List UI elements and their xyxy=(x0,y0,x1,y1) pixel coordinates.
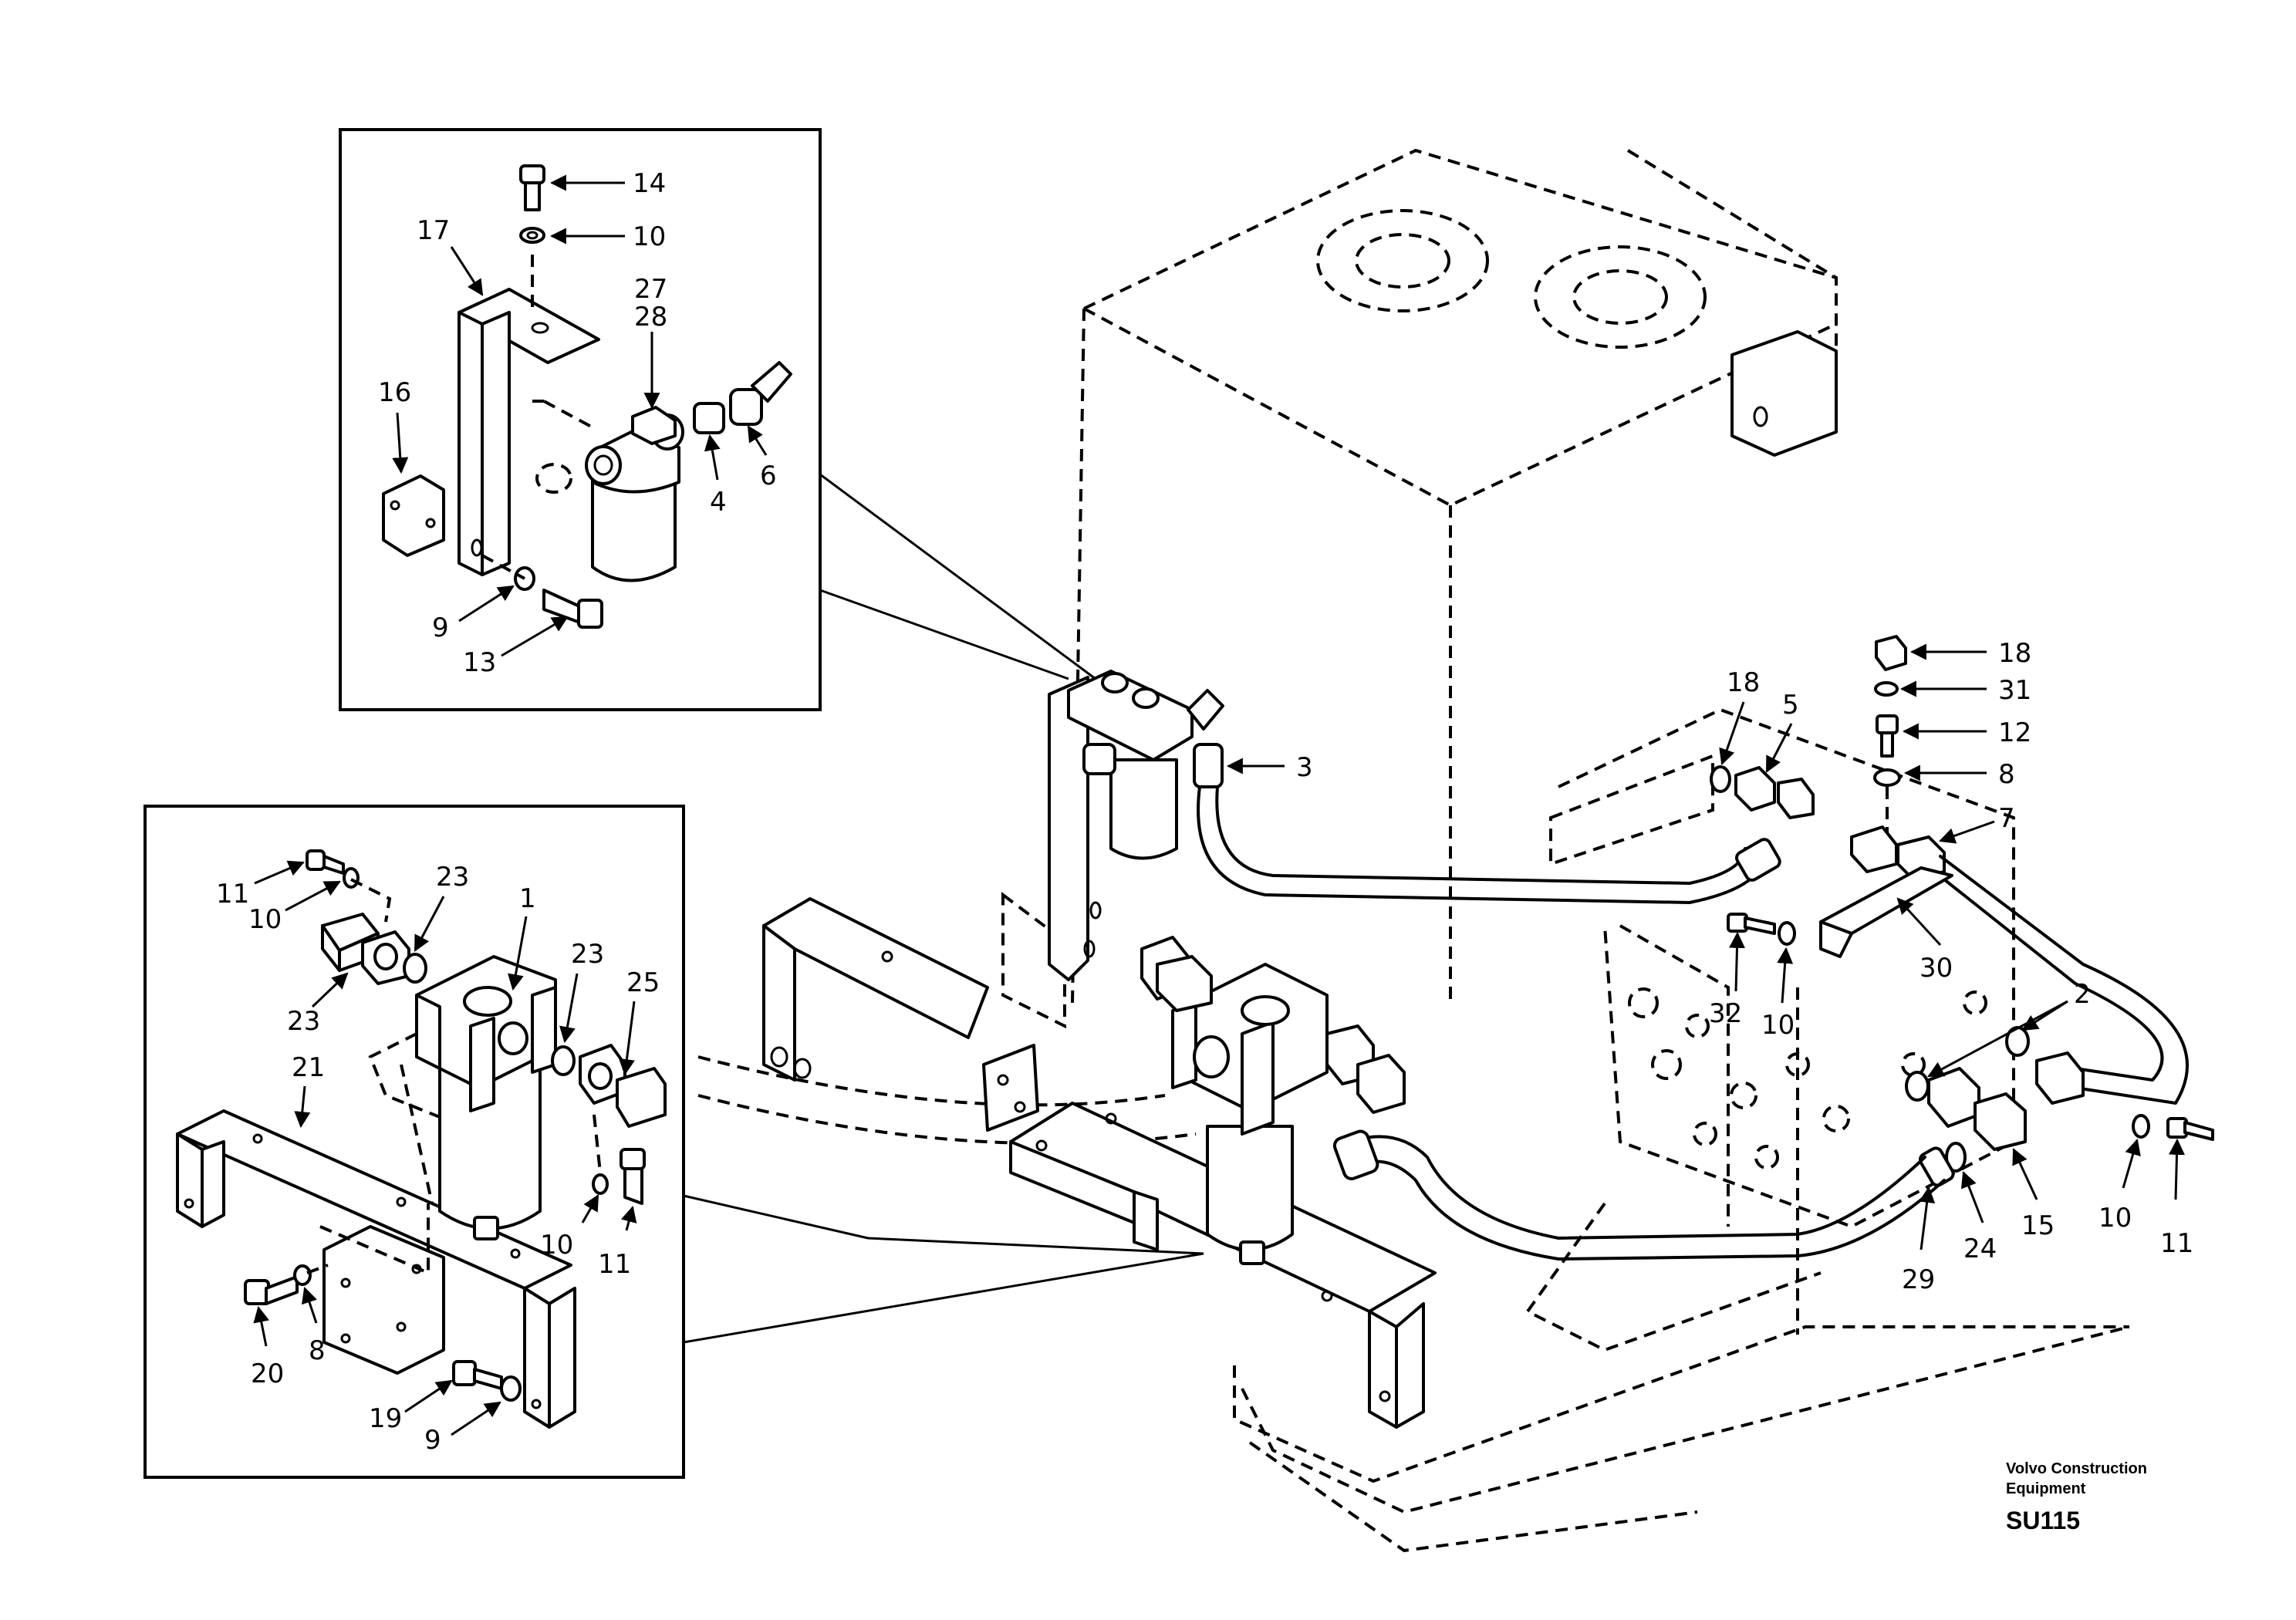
callout-23-right: 23 xyxy=(559,939,604,1044)
svg-text:10: 10 xyxy=(2098,1203,2132,1234)
callout-10-bottom-right: 10 xyxy=(540,1194,599,1261)
svg-text:18: 18 xyxy=(1998,638,2031,669)
svg-text:31: 31 xyxy=(1998,675,2031,706)
svg-text:11: 11 xyxy=(216,879,249,910)
svg-text:11: 11 xyxy=(2160,1228,2193,1259)
svg-text:10: 10 xyxy=(540,1230,573,1261)
callout-11-bottom-top: 11 xyxy=(216,860,305,910)
callout-15: 15 xyxy=(2012,1148,2055,1241)
svg-text:21: 21 xyxy=(292,1052,325,1083)
svg-text:5: 5 xyxy=(1782,690,1799,721)
svg-text:16: 16 xyxy=(378,377,411,408)
callout-13: 13 xyxy=(463,616,569,678)
callout-12: 12 xyxy=(1902,717,2031,748)
main-assembly: 3 18 5 18 31 12 8 7 xyxy=(762,635,2214,1429)
callout-8-right: 8 xyxy=(1903,759,2015,790)
manufacturer-label: Volvo Construction xyxy=(2006,1460,2147,1477)
callout-10-center: 10 xyxy=(1761,947,1795,1041)
svg-text:25: 25 xyxy=(626,967,660,998)
svg-text:23: 23 xyxy=(287,1006,320,1037)
svg-text:3: 3 xyxy=(1296,752,1313,783)
machine-outline xyxy=(697,148,2130,1553)
drawing-code: SU115 xyxy=(2006,1507,2080,1534)
callout-7: 7 xyxy=(1939,803,2015,844)
manufacturer-label-line2: Equipment xyxy=(2006,1480,2086,1497)
svg-text:14: 14 xyxy=(633,168,666,199)
callout-28: 28 xyxy=(634,302,667,410)
svg-text:4: 4 xyxy=(710,487,727,518)
callout-23-top: 23 xyxy=(414,862,469,952)
svg-text:7: 7 xyxy=(1998,803,2015,834)
callout-29: 29 xyxy=(1902,1186,1935,1295)
svg-text:8: 8 xyxy=(309,1335,326,1366)
callout-30: 30 xyxy=(1896,897,1953,984)
callout-5: 5 xyxy=(1765,690,1799,773)
callout-27: 27 xyxy=(634,274,667,305)
svg-text:30: 30 xyxy=(1920,953,1953,984)
svg-text:15: 15 xyxy=(2021,1210,2055,1241)
callout-25: 25 xyxy=(618,967,660,1076)
callout-17: 17 xyxy=(417,215,484,296)
callout-10-bottom: 10 xyxy=(2098,1138,2141,1234)
svg-text:2: 2 xyxy=(2074,979,2091,1010)
callout-11-bottom: 11 xyxy=(2160,1138,2193,1259)
callout-9-top: 9 xyxy=(432,585,515,643)
callout-16: 16 xyxy=(378,377,411,474)
svg-text:8: 8 xyxy=(1998,759,2015,790)
svg-text:6: 6 xyxy=(760,461,777,491)
svg-text:24: 24 xyxy=(1963,1234,1997,1264)
callout-6: 6 xyxy=(747,425,777,491)
callout-18-left: 18 xyxy=(1719,667,1760,765)
svg-text:17: 17 xyxy=(417,215,450,246)
callout-31: 31 xyxy=(1899,675,2031,706)
callout-1: 1 xyxy=(508,883,536,991)
callout-19: 19 xyxy=(369,1379,453,1434)
svg-text:12: 12 xyxy=(1998,717,2031,748)
svg-text:10: 10 xyxy=(633,221,666,252)
svg-text:19: 19 xyxy=(369,1403,402,1434)
callout-2: 2 xyxy=(1927,979,2091,1078)
svg-text:23: 23 xyxy=(571,939,604,970)
svg-text:13: 13 xyxy=(463,647,496,678)
svg-text:23: 23 xyxy=(436,862,469,893)
svg-text:20: 20 xyxy=(251,1358,284,1389)
svg-text:29: 29 xyxy=(1902,1264,1935,1295)
callout-20: 20 xyxy=(251,1305,284,1389)
callout-21: 21 xyxy=(292,1052,325,1129)
svg-text:9: 9 xyxy=(432,613,449,643)
svg-text:10: 10 xyxy=(1761,1010,1795,1041)
svg-text:9: 9 xyxy=(424,1425,441,1456)
callout-32: 32 xyxy=(1709,931,1745,1029)
svg-text:11: 11 xyxy=(598,1249,631,1280)
callout-10-bottom-top: 10 xyxy=(248,880,341,935)
callout-10-top: 10 xyxy=(549,221,666,252)
callout-4: 4 xyxy=(704,434,727,518)
callout-3: 3 xyxy=(1226,752,1313,783)
svg-text:18: 18 xyxy=(1727,667,1760,698)
callout-8-bottom: 8 xyxy=(302,1287,326,1366)
svg-text:32: 32 xyxy=(1709,998,1742,1029)
inset-filter-assembly-bottom: 11 10 23 1 23 25 23 21 xyxy=(144,805,1204,1479)
title-block: Volvo Construction Equipment SU115 xyxy=(2006,1460,2147,1534)
callout-9-bottom: 9 xyxy=(424,1401,501,1456)
svg-text:10: 10 xyxy=(248,904,282,935)
callout-11-bottom-right: 11 xyxy=(598,1205,637,1280)
callout-24: 24 xyxy=(1960,1171,1997,1264)
callout-14: 14 xyxy=(549,168,666,199)
callout-18-right: 18 xyxy=(1909,638,2031,669)
svg-text:28: 28 xyxy=(634,302,667,332)
svg-text:1: 1 xyxy=(519,883,536,914)
callout-23-left: 23 xyxy=(287,972,349,1037)
inset-filter-assembly-top: 14 10 17 27 28 16 4 6 9 xyxy=(339,128,1096,711)
svg-text:27: 27 xyxy=(634,274,667,305)
